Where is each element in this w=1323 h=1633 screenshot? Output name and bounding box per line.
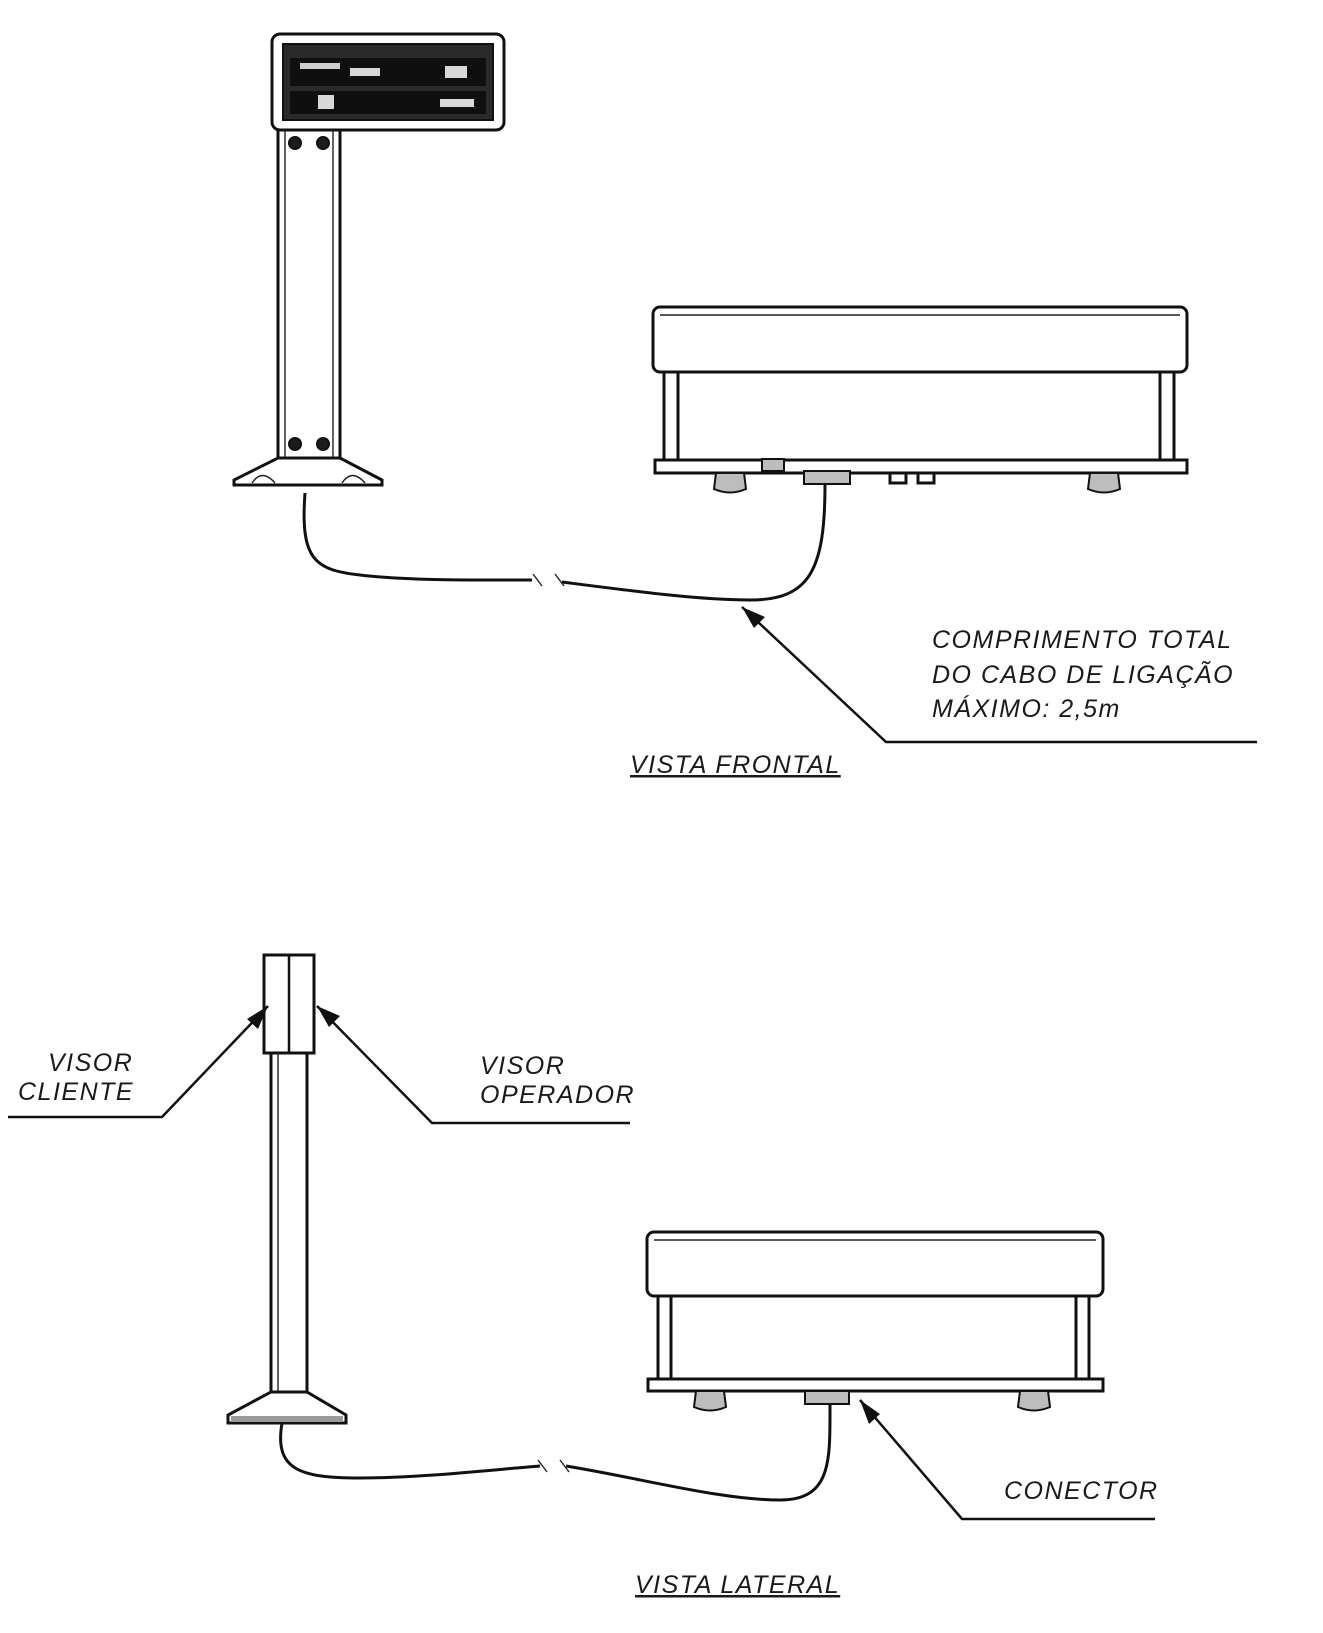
scale-leg <box>662 370 680 464</box>
bolt <box>288 136 302 150</box>
pole-base-front <box>232 456 384 487</box>
scale-foot <box>692 1390 728 1412</box>
scale-foot <box>1016 1390 1052 1412</box>
cable-front <box>302 483 827 602</box>
frontal-view: COMPRIMENTO TOTAL DO CABO DE LIGAÇÃO MÁX… <box>232 32 1257 779</box>
arrow-head <box>247 1006 268 1029</box>
scale-side <box>645 1230 1105 1412</box>
scale-base-front <box>653 458 1189 475</box>
scale-base-side <box>646 1377 1105 1393</box>
scale-leg <box>1158 370 1176 464</box>
pole-column-front <box>276 128 342 464</box>
bolt <box>288 437 302 451</box>
cable-note-line3: MÁXIMO: 2,5m <box>932 694 1121 723</box>
display-segment <box>445 66 467 78</box>
visor-operador-callout: VISOR OPERADOR <box>316 1005 635 1125</box>
scale-platform-side <box>645 1230 1105 1298</box>
display-segment <box>318 95 334 109</box>
visor-operador-line1: VISOR <box>480 1052 565 1080</box>
display-pole-side <box>226 953 348 1425</box>
pole-base-side <box>226 1390 348 1425</box>
arrow-head <box>317 1006 340 1027</box>
cable-side <box>279 1403 832 1502</box>
switch <box>888 471 908 485</box>
cable-note-line1: COMPRIMENTO TOTAL <box>932 626 1233 654</box>
scale-foot <box>1086 472 1122 494</box>
scale-fitting <box>761 458 785 472</box>
visor-cliente-line2: CLIENTE <box>18 1078 134 1106</box>
scale-platform-front <box>651 305 1189 374</box>
visor-cliente-callout: VISOR CLIENTE <box>8 1005 269 1119</box>
scale-leg <box>656 1294 673 1382</box>
display-segment <box>300 63 340 69</box>
bolt <box>316 437 330 451</box>
visor-cliente-line1: VISOR <box>48 1049 133 1077</box>
frontal-view-title: VISTA FRONTAL <box>630 751 841 779</box>
bolt <box>316 136 330 150</box>
scale-front <box>651 305 1189 494</box>
lateral-view: VISOR CLIENTE VISOR OPERADOR <box>8 953 1159 1599</box>
connector-side <box>804 1390 850 1405</box>
cable-note-line2: DO CABO DE LIGAÇÃO <box>932 660 1234 689</box>
connector-front <box>803 470 851 485</box>
scale-foot <box>712 472 748 494</box>
switch <box>916 471 936 485</box>
display-window-bottom <box>290 91 486 114</box>
display-segment <box>440 99 474 107</box>
display-pole-front <box>232 32 506 487</box>
display-segment <box>350 68 380 76</box>
cable-length-callout: COMPRIMENTO TOTAL DO CABO DE LIGAÇÃO MÁX… <box>741 606 1257 744</box>
conector-callout: CONECTOR <box>859 1399 1159 1521</box>
conector-label: CONECTOR <box>1004 1477 1159 1505</box>
scale-leg <box>1074 1294 1091 1382</box>
pole-column-side <box>269 1051 309 1397</box>
arrow-head <box>860 1400 880 1424</box>
arrow-head <box>742 607 765 628</box>
visor-operador-line2: OPERADOR <box>480 1081 635 1109</box>
lateral-view-title: VISTA LATERAL <box>635 1571 840 1599</box>
